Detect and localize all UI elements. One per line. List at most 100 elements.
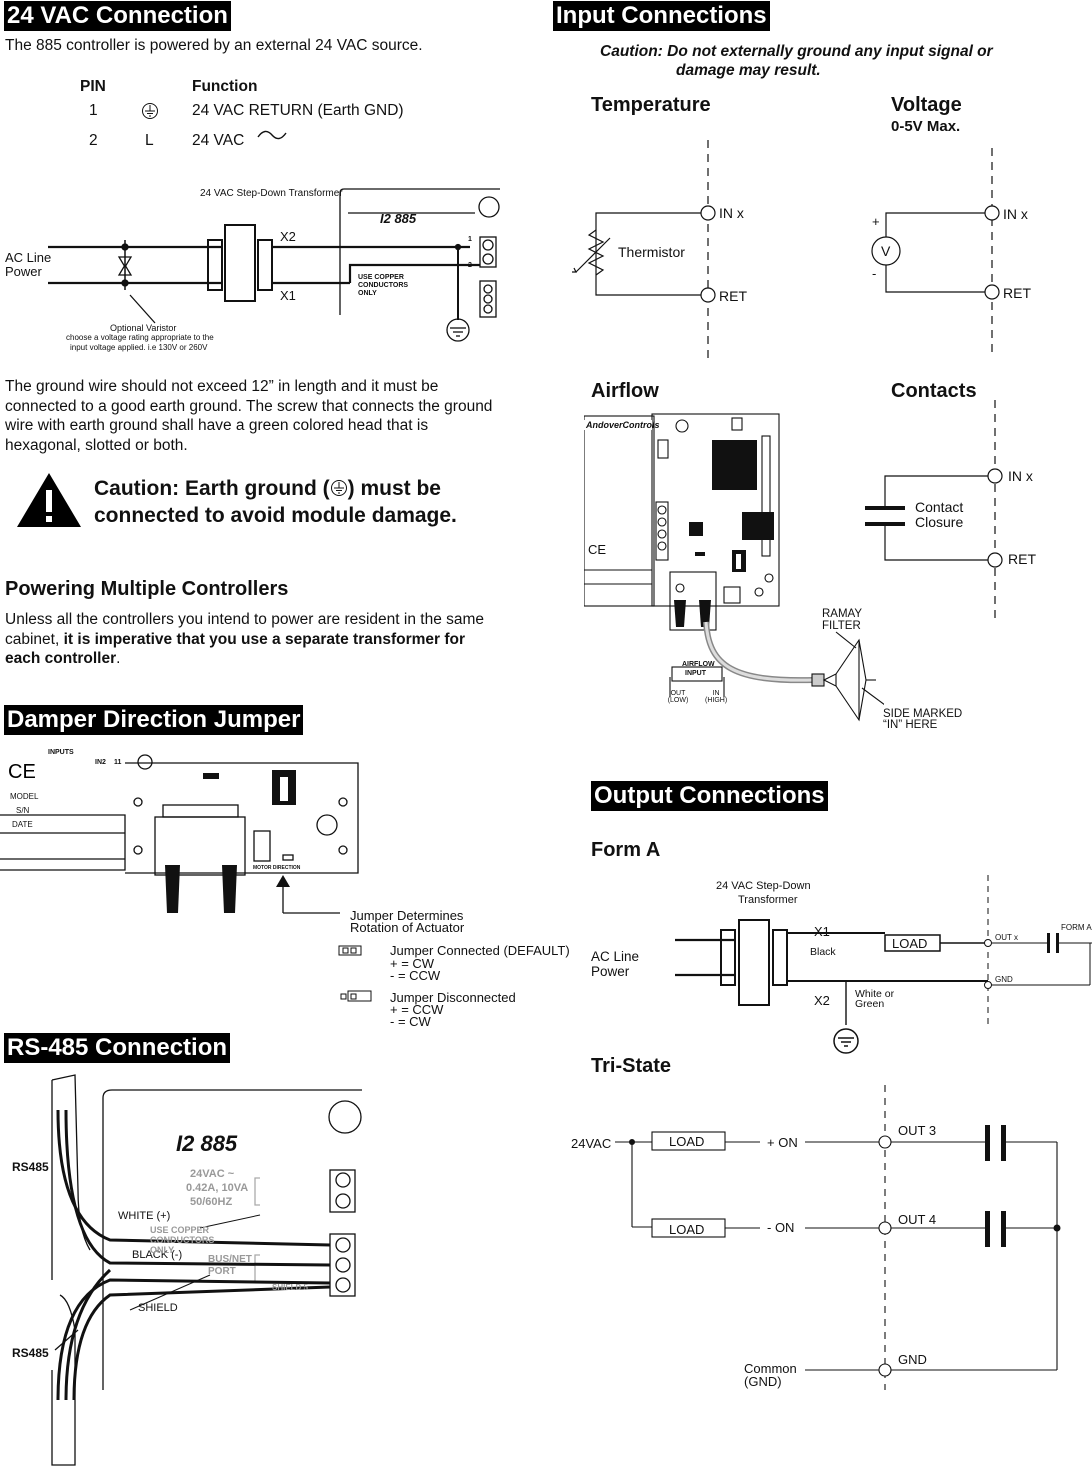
pin-header: PIN (80, 78, 106, 95)
form-a-white-1: White or (855, 988, 895, 1000)
temp-in-x: IN x (719, 205, 744, 221)
tri-on-minus: - ON (767, 1220, 795, 1235)
earth-ground-icon (330, 480, 347, 496)
contact-closure-1: Contact (915, 499, 964, 515)
tri-24vac: 24VAC (571, 1136, 612, 1151)
damper-header: Damper Direction Jumper (4, 705, 304, 735)
rs485-brand: I2 885 (176, 1131, 238, 1156)
form-a-x2: X2 (814, 993, 830, 1008)
jumper-disconnected-1: Jumper Disconnected (390, 990, 516, 1005)
jumper-disconnected-3: - = CW (390, 1014, 431, 1029)
jumper-determines-1: Jumper Determines (350, 908, 464, 923)
contacts-ret: RET (1008, 551, 1036, 567)
side-marked-1: SIDE MARKED (883, 708, 963, 720)
tri-gnd: GND (898, 1352, 927, 1367)
caution-line-1: Caution: Earth ground () must be (94, 475, 441, 502)
rs485-top-label: RS485 (12, 1160, 49, 1174)
form-a-transformer-1: 24 VAC Step-Down (716, 880, 811, 892)
warning-icon (17, 473, 81, 527)
vac-intro: The 885 controller is powered by an exte… (5, 37, 423, 54)
ac-wave-icon (257, 130, 287, 140)
in-high: IN (HIGH) (705, 690, 728, 704)
caution-text-2: ) must be (347, 477, 441, 500)
tri-state-title: Tri-State (591, 1055, 672, 1077)
jumper-connected-icon (338, 945, 362, 956)
jumper-disconnected-2: + = CCW (390, 1002, 444, 1017)
rs485-wiring-diagram (51, 1074, 362, 1466)
jumper-determines-2: Rotation of Actuator (350, 920, 465, 935)
andover-logo: AndoverControls (585, 420, 660, 430)
vac-pin1-label: 1 (468, 236, 472, 243)
damper-in2: IN2 (95, 759, 106, 766)
tri-out4: OUT 4 (898, 1212, 937, 1227)
form-a-x1: X1 (814, 924, 830, 939)
rs485-bottom-label: RS485 (12, 1346, 49, 1360)
tri-common-1: Common (744, 1361, 797, 1376)
form-a-out-x: OUT x (995, 933, 1018, 942)
jumper-connected-3: - = CCW (390, 968, 441, 983)
contacts-title: Contacts (891, 380, 977, 402)
jumper-connected-1: Jumper Connected (DEFAULT) (390, 943, 570, 958)
volt-plus: + (872, 214, 880, 229)
contacts-diagram (865, 400, 1003, 622)
vac-wiring-diagram (48, 188, 500, 342)
rs485-shield-5: SHIELD 5 (272, 1283, 309, 1292)
rs485-copper: USE COPPER CONDUCTORS ONLY (150, 1225, 215, 1255)
function-header: Function (192, 78, 258, 95)
airflow-ce-mark: CE (588, 542, 606, 557)
form-a-diagram (675, 875, 1092, 1054)
jumper-disconnected-icon (340, 990, 372, 1002)
input-header: Input Connections (553, 1, 770, 31)
powering-title: Powering Multiple Controllers (5, 578, 289, 600)
tri-on-plus: + ON (767, 1135, 798, 1150)
earth-ground-icon (142, 103, 158, 119)
ramay-2: FILTER (822, 620, 861, 632)
temp-ret: RET (719, 288, 747, 304)
contacts-in-x: IN x (1008, 468, 1033, 484)
rs485-shield-label: SHIELD (138, 1302, 178, 1314)
rs485-amps: 0.42A, 10VA (186, 1182, 249, 1194)
thermistor-label: Thermistor (618, 244, 685, 260)
ce-mark: CE (8, 761, 36, 783)
caution-line-2: connected to avoid module damage. (94, 504, 457, 527)
tri-out3: OUT 3 (898, 1123, 937, 1138)
damper-date: DATE (12, 820, 33, 829)
rs485-bus-2: PORT (208, 1266, 236, 1277)
voltage-max: 0-5V Max. (891, 118, 961, 135)
damper-model: MODEL (10, 792, 39, 801)
tri-state-diagram (615, 1085, 1061, 1390)
vac-x1: X1 (280, 288, 296, 303)
jumper-connected-2: + = CW (390, 956, 435, 971)
damper-inputs: INPUTS (48, 749, 74, 756)
rs485-white-label: WHITE (+) (118, 1210, 171, 1222)
form-a-power: Power (591, 964, 630, 979)
rs485-header: RS-485 Connection (4, 1033, 231, 1063)
varistor-1: Optional Varistor (110, 323, 177, 333)
vac-pin2-label: 2 (468, 262, 472, 269)
form-a-transformer-2: Transformer (738, 894, 798, 906)
function-2: 24 VAC (192, 132, 245, 149)
airflow-input-1: AIRFLOW (682, 661, 715, 668)
ground-note: The ground wire should not exceed 12” in… (5, 378, 493, 454)
vac-ac-line: AC Line (5, 250, 52, 265)
ramay-1: RAMAY (822, 608, 863, 620)
form-a-gnd: GND (995, 975, 1013, 984)
tri-common-2: (GND) (744, 1374, 782, 1389)
tri-load-1: LOAD (669, 1134, 705, 1149)
input-caution-1: Caution: Do not externally ground any in… (600, 43, 993, 60)
temperature-title: Temperature (591, 94, 711, 116)
airflow-input-2: INPUT (685, 670, 706, 677)
airflow-board-diagram: AndoverControls CE (584, 413, 884, 722)
vac-transformer-label: 24 VAC Step-Down Transformer (200, 188, 343, 199)
varistor-3: input voltage applied. i.e 130V or 260V (70, 343, 208, 352)
form-a-load: LOAD (892, 936, 928, 951)
out-low: OUT (LOW) (667, 690, 689, 704)
airflow-title: Airflow (591, 380, 659, 402)
volt-minus: - (872, 266, 877, 281)
vac-brand: I2 885 (380, 211, 417, 226)
form-a-label: FORM A (1061, 923, 1092, 932)
rs485-hz: 50/60HZ (190, 1196, 233, 1208)
vac-copper: USE COPPER CONDUCTORS ONLY (358, 274, 409, 297)
vac-power: Power (5, 264, 42, 279)
motor-direction-label: MOTOR DIRECTION (253, 865, 301, 871)
